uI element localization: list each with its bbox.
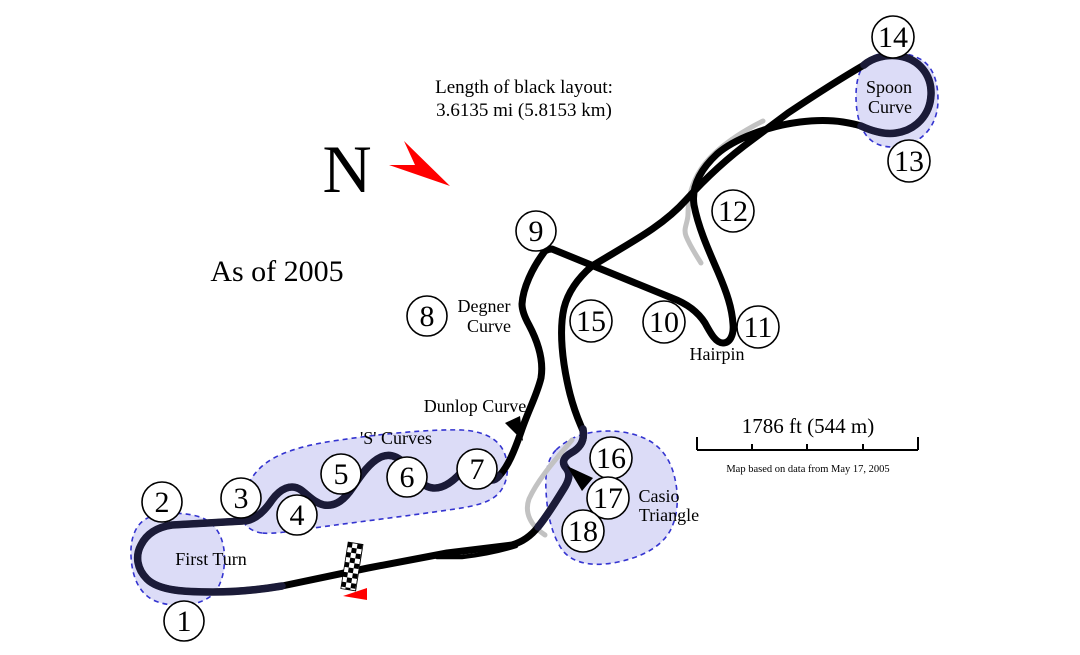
north-arrow-icon: [389, 141, 450, 186]
label-spoon-line2: Curve: [868, 97, 912, 117]
label-hairpin: Hairpin: [690, 344, 745, 364]
corner-number: 10: [649, 306, 679, 339]
segment-casio: [534, 425, 588, 531]
corner-marker-14: 14: [871, 15, 915, 59]
dunlop-pointer-icon: [505, 416, 523, 441]
corner-number: 11: [744, 311, 773, 344]
start-direction-marker: [343, 588, 367, 600]
corner-number: 12: [718, 195, 748, 228]
corner-number: 3: [234, 482, 249, 515]
corner-number: 7: [470, 453, 485, 486]
start-finish-line: [340, 541, 364, 592]
segment-first-turn: [133, 517, 286, 596]
corner-number: 9: [529, 215, 544, 248]
corner-marker-17: 17: [586, 476, 630, 520]
corner-number: 5: [334, 458, 349, 491]
corner-number: 13: [894, 145, 924, 178]
corner-marker-10: 10: [642, 300, 686, 344]
corner-number: 4: [290, 499, 305, 532]
corner-marker-6: 6: [386, 456, 428, 498]
corner-number: 8: [420, 300, 435, 333]
label-casio-line1: Casio: [638, 486, 679, 506]
scale-note: Map based on data from May 17, 2005: [726, 464, 889, 475]
corner-marker-11: 11: [736, 305, 780, 349]
label-degner-line1: Degner: [458, 296, 511, 316]
corner-marker-18: 18: [561, 509, 605, 553]
corner-marker-12: 12: [711, 189, 755, 233]
corner-marker-1: 1: [163, 600, 205, 642]
label-casio-line2: Triangle: [639, 505, 699, 525]
as-of-label: As of 2005: [210, 255, 343, 288]
label-dunlop-curve: Dunlop Curve: [424, 396, 527, 416]
corner-number: 15: [576, 305, 606, 338]
corner-marker-7: 7: [456, 448, 498, 490]
corner-marker-13: 13: [887, 139, 931, 183]
corner-marker-5: 5: [320, 453, 362, 495]
old-layout-chicane: [524, 437, 575, 538]
corner-marker-3: 3: [220, 477, 262, 519]
corner-marker-15: 15: [569, 299, 613, 343]
corner-number: 14: [878, 21, 908, 54]
corner-number: 18: [568, 515, 598, 548]
corner-marker-8: 8: [406, 295, 448, 337]
label-first-turn: First Turn: [175, 549, 247, 569]
casio-pointer-icon: [567, 466, 593, 491]
corner-marker-2: 2: [141, 481, 183, 523]
length-label-line1: Length of black layout:: [435, 77, 613, 98]
corner-markers: 1 2 3 4 5 6 7 8 9 10 11 12 13 14 15 16 1…: [141, 15, 931, 642]
corner-number: 17: [593, 482, 623, 515]
corner-marker-9: 9: [515, 210, 557, 252]
corner-number: 6: [400, 461, 415, 494]
label-s-curves: 'S' Curves: [360, 428, 432, 448]
length-label-line2: 3.6135 mi (5.8153 km): [436, 100, 612, 121]
label-degner-line2: Curve: [467, 316, 511, 336]
scale-bar: [696, 437, 919, 451]
corner-number: 1: [177, 605, 192, 638]
pit-straight-line: [434, 543, 519, 560]
corner-marker-4: 4: [276, 494, 318, 536]
north-letter: N: [322, 131, 371, 207]
corner-number: 2: [155, 486, 170, 519]
corner-marker-16: 16: [589, 436, 633, 480]
scale-label: 1786 ft (544 m): [742, 414, 874, 438]
label-spoon-line1: Spoon: [866, 77, 912, 97]
corner-number: 16: [596, 442, 626, 475]
